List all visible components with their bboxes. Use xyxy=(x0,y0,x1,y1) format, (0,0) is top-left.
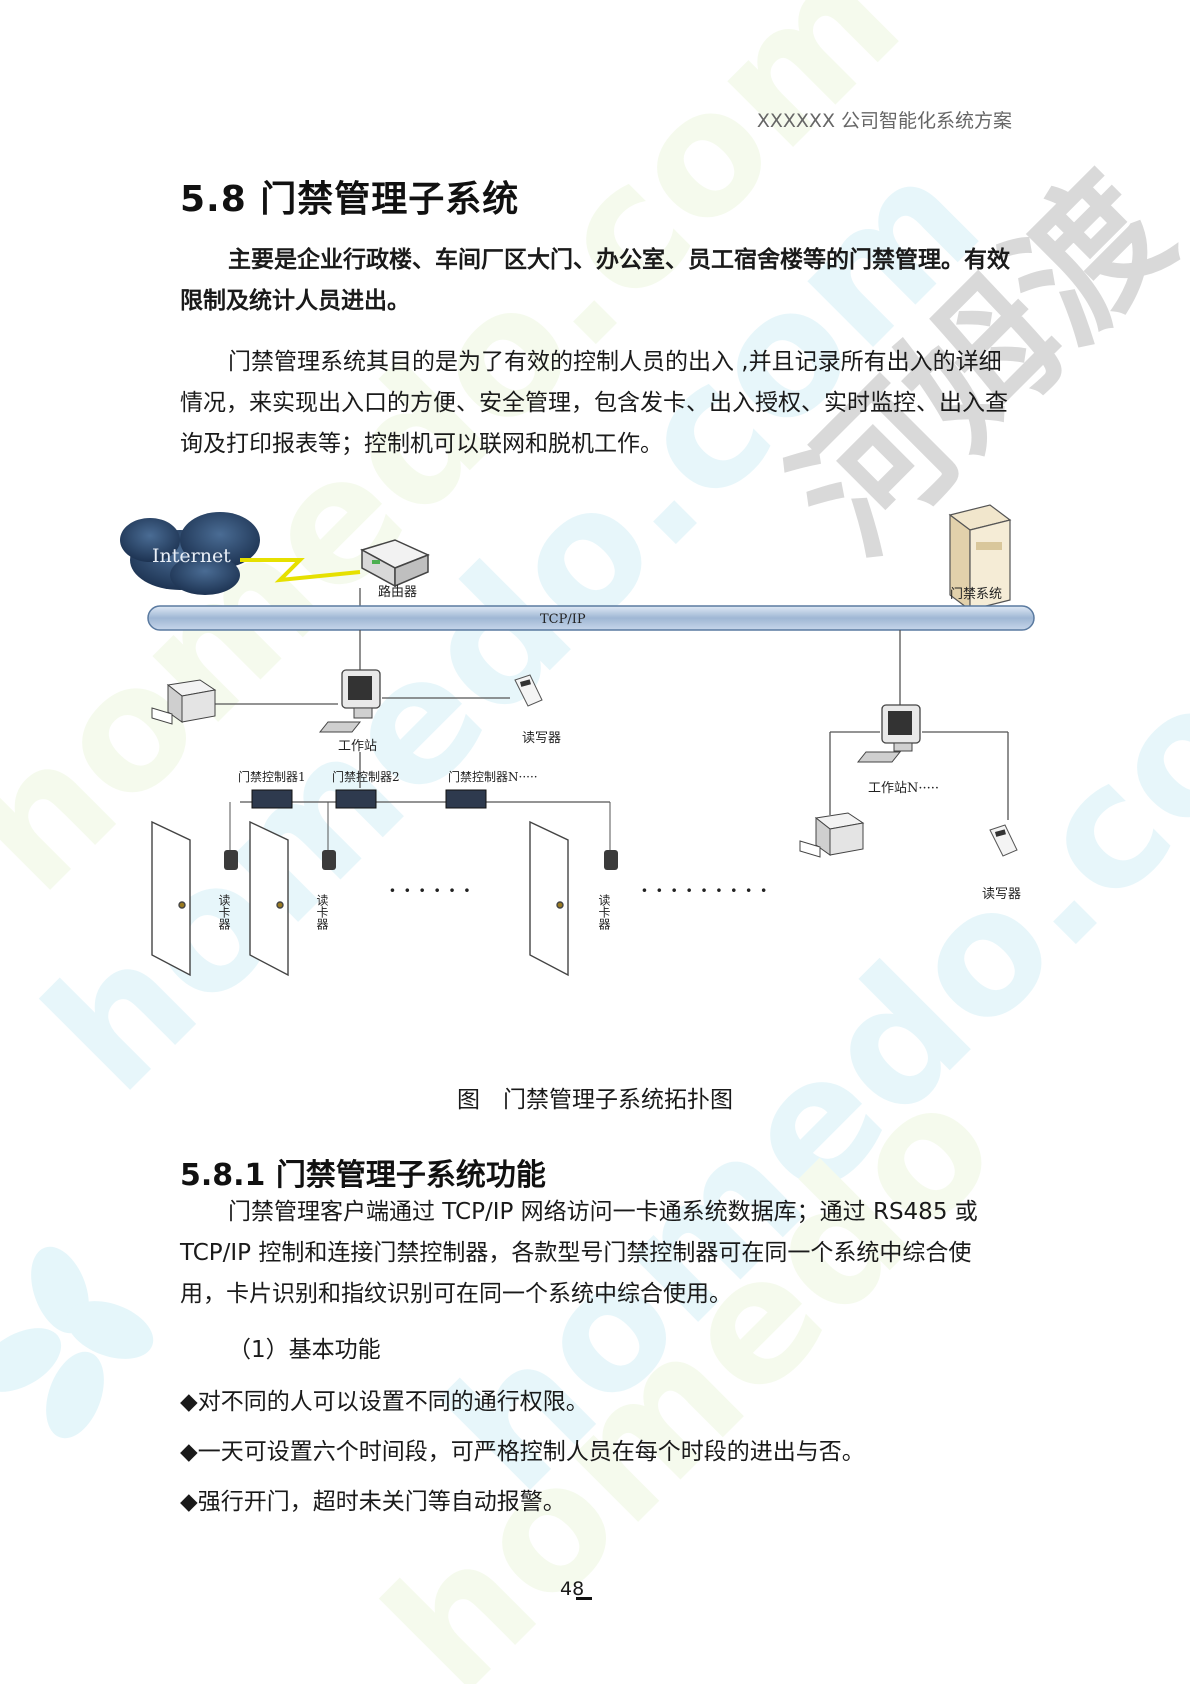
card-reader-label: 读卡器 xyxy=(597,894,611,931)
ellipsis-dots: ······ xyxy=(388,874,477,907)
router-label: 路由器 xyxy=(378,584,417,600)
bullet-item: ◆强行开门，超时未关门等自动报警。 xyxy=(180,1489,566,1515)
printer-icon xyxy=(151,679,217,725)
reader-writer-icon xyxy=(514,674,543,707)
bullet-item: ◆对不同的人可以设置不同的通行权限。 xyxy=(180,1389,589,1415)
lightning-icon xyxy=(240,558,361,583)
ellipsis-dots-long: ········· xyxy=(640,874,774,907)
controller-icon xyxy=(251,789,487,809)
server-label: 门禁系统 xyxy=(950,587,1002,602)
sub-heading: （1）基本功能 xyxy=(228,1337,381,1363)
card-reader-label: 读卡器 xyxy=(217,894,231,931)
reader-writer-n-label: 读写器 xyxy=(982,887,1021,902)
svg-text:homedo: homedo xyxy=(349,1045,1033,1684)
workstation-icon xyxy=(318,669,381,733)
figure-caption: 图 门禁管理子系统拓扑图 xyxy=(457,1087,733,1113)
printer-n-icon xyxy=(799,812,865,858)
card-reader-label: 读卡器 xyxy=(315,894,329,931)
reader-writer-n-icon xyxy=(989,824,1018,857)
router-icon xyxy=(360,539,430,588)
section-title: 5.8 门禁管理子系统 xyxy=(180,179,520,220)
page-header: XXXXXX 公司智能化系统方案 xyxy=(756,110,1012,132)
workstation-n-label: 工作站N····· xyxy=(868,781,939,796)
page-number: 48 xyxy=(560,1578,585,1600)
bullet-item: ◆一天可设置六个时间段，可严格控制人员在每个时段的进出与否。 xyxy=(180,1439,865,1465)
section-lead: 主要是企业行政楼、车间厂区大门、办公室、员工宿舍楼等的门禁管理。有效限制及统计人… xyxy=(180,247,1010,314)
controller-1-label: 门禁控制器1 xyxy=(238,769,306,784)
topology-diagram: Internet 路由器 门禁系统 TCP/IP 工作站 xyxy=(120,504,1035,977)
reader-writer-label: 读写器 xyxy=(522,731,561,746)
door-icon xyxy=(151,820,569,977)
bus-label: TCP/IP xyxy=(540,612,586,627)
page-number-underline xyxy=(576,1597,592,1600)
subsection-paragraph: 门禁管理客户端通过 TCP/IP 网络访问一卡通系统数据库；通过 RS485 或… xyxy=(180,1199,978,1307)
subsection-title: 5.8.1 门禁管理子系统功能 xyxy=(180,1158,546,1193)
controller-n-label: 门禁控制器N····· xyxy=(448,769,538,784)
internet-cloud-icon xyxy=(120,512,260,595)
workstation-n-icon xyxy=(856,704,921,763)
card-reader-icon xyxy=(224,850,618,870)
server-icon xyxy=(948,504,1012,612)
tcpip-bus xyxy=(147,605,1035,631)
workstation-label: 工作站 xyxy=(338,739,377,754)
controller-2-label: 门禁控制器2 xyxy=(332,769,400,784)
internet-label: Internet xyxy=(152,545,231,567)
section-paragraph: 门禁管理系统其目的是为了有效的控制人员的出入 ,并且记录所有出入的详细情况，来实… xyxy=(180,349,1008,457)
